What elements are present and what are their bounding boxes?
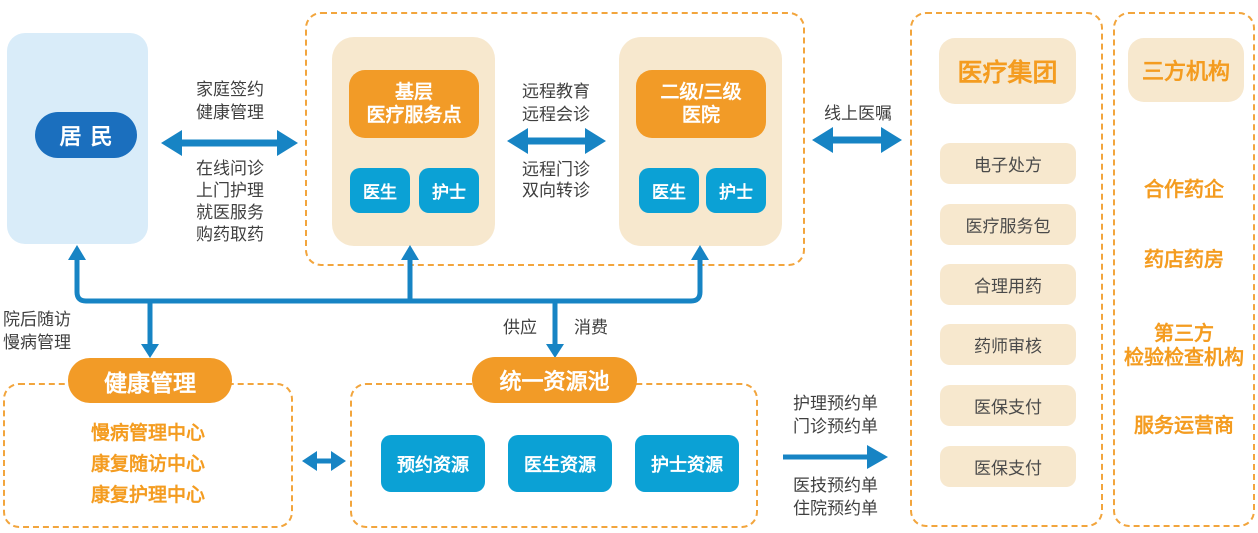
label-line: 双向转诊 xyxy=(522,181,590,200)
label-consume: 消费 xyxy=(574,318,608,337)
label-medtech-orders: 医技预约单 住院预约单 xyxy=(783,474,888,520)
resource-chip: 护士资源 xyxy=(635,435,739,492)
health-management-box: 慢病管理中心 康复随访中心 康复护理中心 xyxy=(3,383,293,528)
label-line: 家庭签约 xyxy=(196,80,264,99)
doctor-chip: 医生 xyxy=(639,168,699,213)
medical-group-item: 医保支付 xyxy=(940,385,1076,426)
resident-box: 居民 xyxy=(7,33,148,244)
arrow-pool-group xyxy=(783,445,888,469)
resource-chip: 医生资源 xyxy=(508,435,612,492)
health-management-item: 康复护理中心 xyxy=(90,485,205,506)
medical-group-panel: 医疗集团 电子处方 医疗服务包 合理用药 药师审核 医保支付 医保支付 xyxy=(910,12,1103,527)
medical-network-container: 基层 医疗服务点 医生 护士 二级/三级 医院 医生 护士 xyxy=(305,12,805,266)
primary-care-box: 基层 医疗服务点 医生 护士 xyxy=(332,37,495,246)
label-line: 上门护理 xyxy=(196,181,264,200)
nurse-chip: 护士 xyxy=(419,168,479,213)
doctor-chip: 医生 xyxy=(350,168,410,213)
hospital-box: 二级/三级 医院 医生 护士 xyxy=(619,37,782,246)
arrow-online-order xyxy=(812,127,902,153)
label-line: 住院预约单 xyxy=(793,499,878,518)
label-supply: 供应 xyxy=(503,318,537,337)
resource-pool-box: 预约资源 医生资源 护士资源 xyxy=(350,383,758,528)
medical-group-item: 医疗服务包 xyxy=(940,204,1076,245)
label-line: 健康管理 xyxy=(196,103,264,122)
label-line: 慢病管理 xyxy=(3,333,71,352)
label-online-services: 在线问诊 上门护理 就医服务 购药取药 xyxy=(155,158,305,246)
nurse-chip: 护士 xyxy=(706,168,766,213)
third-party-item: 合作药企 xyxy=(1144,179,1224,201)
label-line: 在线问诊 xyxy=(196,159,264,178)
label-line: 院后随访 xyxy=(3,310,71,329)
label-line: 远程门诊 xyxy=(522,160,590,179)
label-line: 第三方 xyxy=(1154,323,1214,345)
title-line: 基层 xyxy=(394,82,433,103)
third-party-item: 服务运营商 xyxy=(1134,415,1234,437)
primary-care-title: 基层 医疗服务点 xyxy=(349,70,479,138)
third-party-item: 药店药房 xyxy=(1144,249,1224,271)
label-line: 检验检查机构 xyxy=(1124,347,1244,369)
medical-group-item: 医保支付 xyxy=(940,446,1076,487)
label-remote-education: 远程教育 远程会诊 xyxy=(495,80,617,126)
third-party-item: 第三方 检验检查机构 xyxy=(1115,322,1253,370)
third-party-panel: 三方机构 合作药企 药店药房 第三方 检验检查机构 服务运营商 xyxy=(1113,12,1255,527)
arrow-hm-pool xyxy=(302,451,346,471)
label-nursing-orders: 护理预约单 门诊预约单 xyxy=(783,392,888,438)
label-followup: 院后随访 慢病管理 xyxy=(3,308,83,354)
label-remote-clinic: 远程门诊 双向转诊 xyxy=(495,159,617,201)
label-line: 远程会诊 xyxy=(522,105,590,124)
label-line: 护理预约单 xyxy=(793,394,878,413)
label-family-contract: 家庭签约 健康管理 xyxy=(155,78,305,124)
label-line: 远程教育 xyxy=(522,82,590,101)
medical-group-item: 合理用药 xyxy=(940,264,1076,305)
resource-chip: 预约资源 xyxy=(381,435,485,492)
arrow-resident-network xyxy=(161,130,298,156)
resident-label: 居民 xyxy=(35,112,137,158)
medical-group-title: 医疗集团 xyxy=(939,38,1076,104)
arrow-down-to-pool-icon xyxy=(546,344,564,358)
title-line: 医疗服务点 xyxy=(366,105,462,126)
arrow-up-to-resident-icon xyxy=(68,245,86,260)
third-party-title: 三方机构 xyxy=(1128,38,1244,102)
medical-group-item: 电子处方 xyxy=(940,143,1076,184)
label-line: 就医服务 xyxy=(196,203,264,222)
health-management-title: 健康管理 xyxy=(68,358,232,403)
label-online-order: 线上医嘱 xyxy=(824,104,892,123)
label-line: 购药取药 xyxy=(196,225,264,244)
label-line: 医技预约单 xyxy=(793,476,878,495)
title-line: 二级/三级 xyxy=(660,82,742,103)
hospital-title: 二级/三级 医院 xyxy=(636,70,766,138)
resource-pool-title: 统一资源池 xyxy=(472,357,637,403)
health-management-item: 慢病管理中心 xyxy=(90,423,205,444)
label-line: 门诊预约单 xyxy=(793,417,878,436)
title-line: 医院 xyxy=(681,105,720,126)
medical-group-item: 药师审核 xyxy=(940,324,1076,365)
health-management-item: 康复随访中心 xyxy=(90,454,205,475)
arrow-down-to-health-mgmt-icon xyxy=(141,344,159,358)
